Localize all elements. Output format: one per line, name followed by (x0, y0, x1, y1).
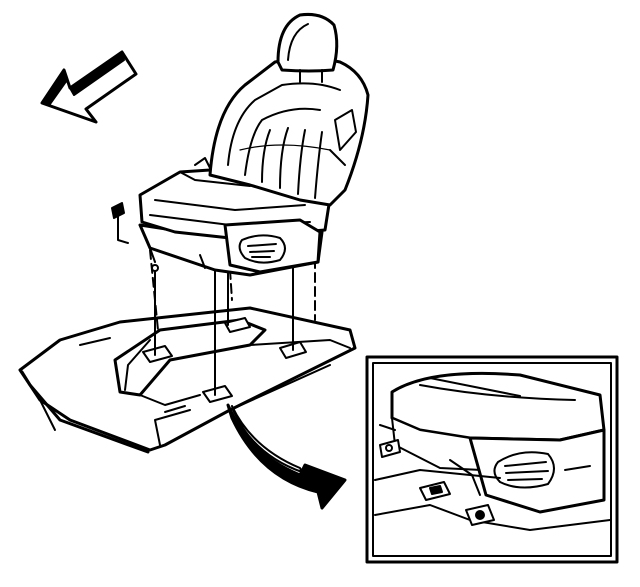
detail-inset (365, 355, 619, 564)
vehicle-floor-pan (18, 306, 357, 454)
direction-arrow-icon (40, 50, 138, 124)
callout-arrow (226, 403, 347, 510)
front-seat-assembly (138, 13, 370, 277)
